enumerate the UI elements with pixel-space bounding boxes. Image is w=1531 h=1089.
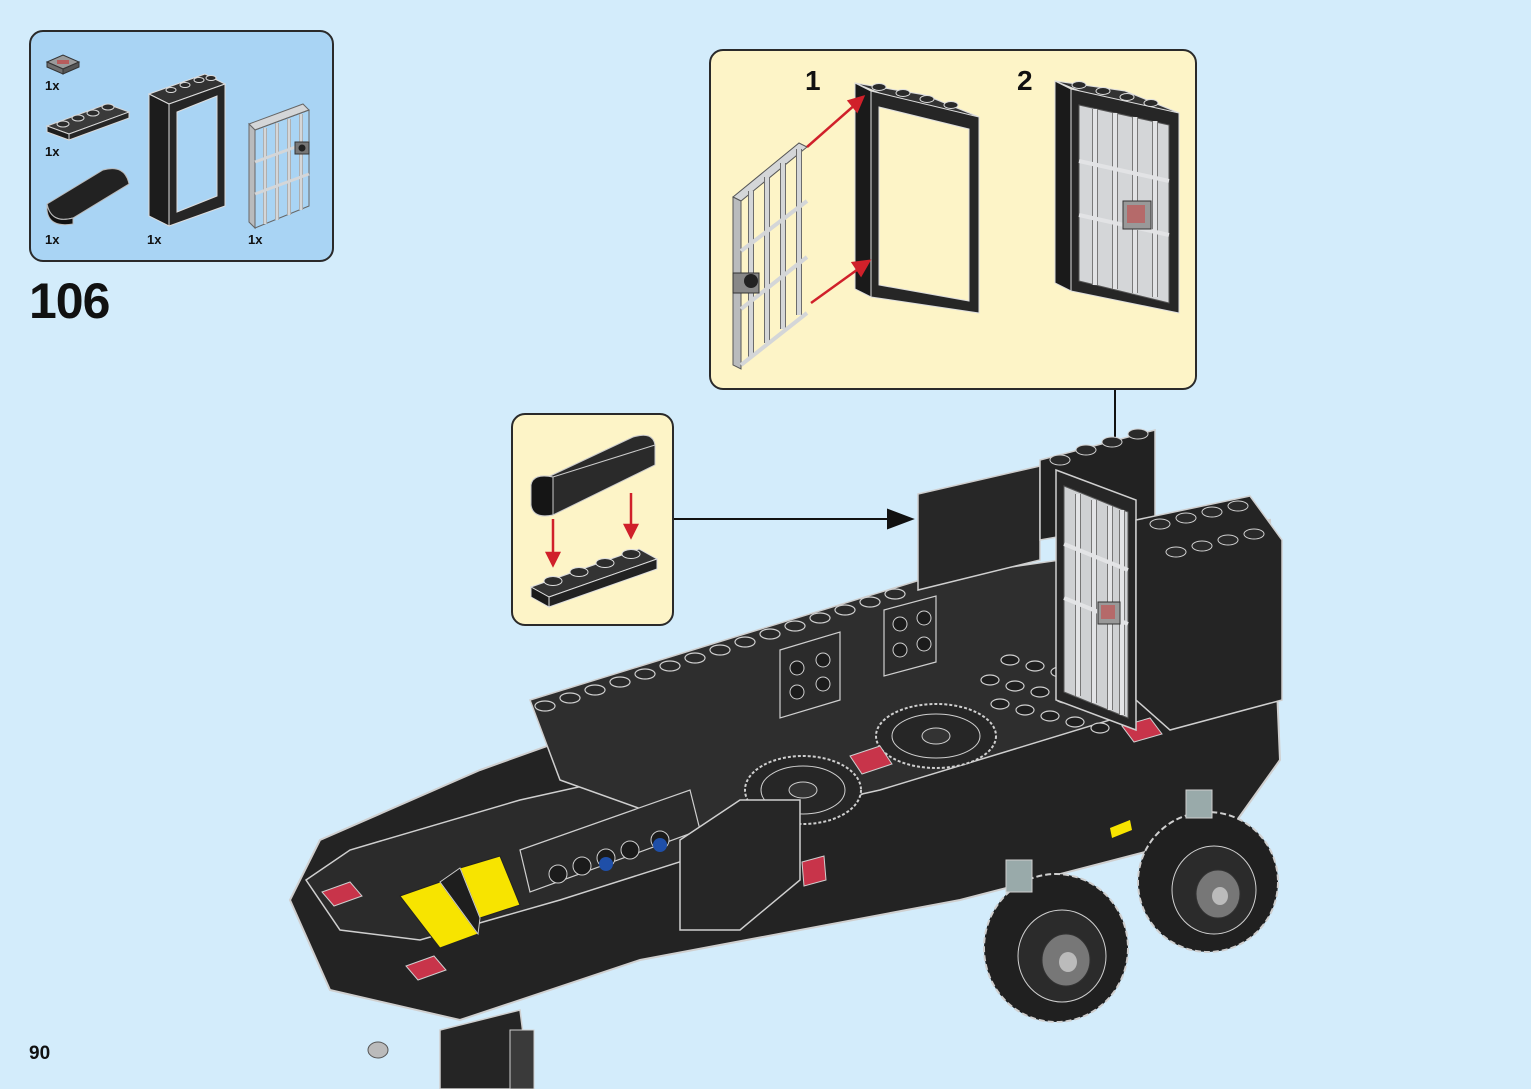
step-number: 106	[29, 273, 110, 329]
part-qty: 1x	[45, 78, 60, 93]
mini-build-illustration	[529, 434, 659, 608]
wheel-icon	[983, 873, 1129, 1023]
part-qty: 1x	[45, 232, 60, 247]
parts-list-panel: 1x 1x 1x 1x	[29, 30, 334, 262]
part-qty: 1x	[147, 232, 162, 247]
curved-slope-icon	[46, 168, 130, 226]
gear-turntable-icon	[875, 703, 997, 769]
door-frame-icon	[147, 73, 227, 227]
mini-build-callout	[511, 413, 674, 626]
page-number: 90	[29, 1043, 51, 1064]
wheel-icon	[1137, 811, 1279, 953]
bar-door-icon	[248, 103, 310, 230]
part-qty: 1x	[45, 144, 60, 159]
sub-step-1-illustration	[732, 80, 1180, 370]
sub-assembly-callout: 1 2	[709, 49, 1197, 390]
sub-step-number: 1	[805, 65, 821, 96]
part-qty: 1x	[248, 232, 263, 247]
tile-1x1-printed-icon	[45, 54, 81, 75]
plate-1x4-icon	[45, 103, 131, 141]
sub-step-number: 2	[1017, 65, 1033, 96]
